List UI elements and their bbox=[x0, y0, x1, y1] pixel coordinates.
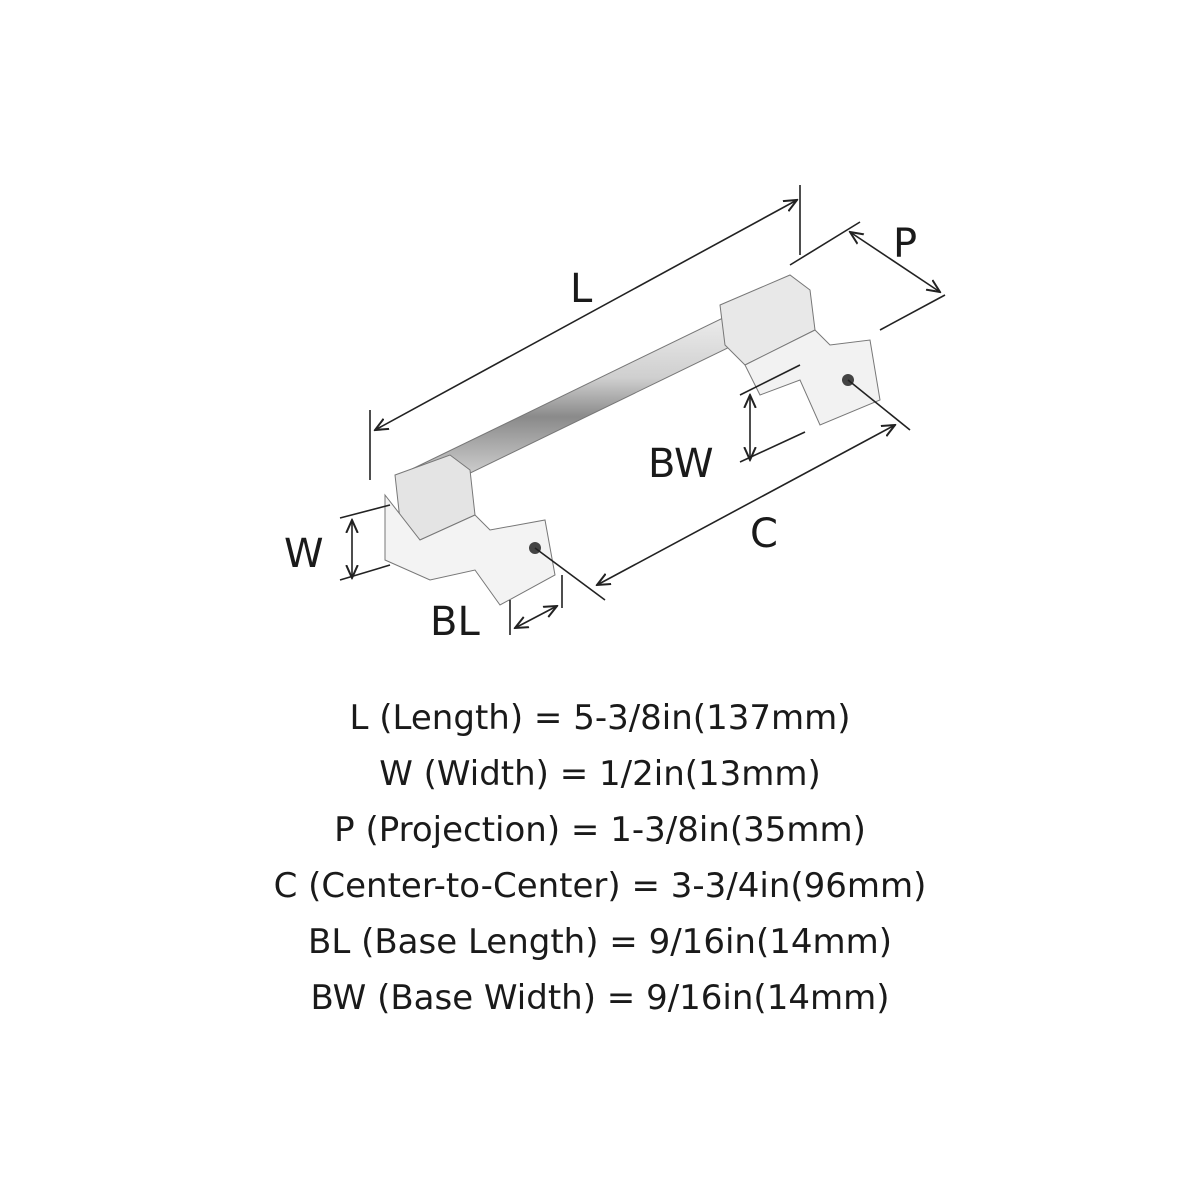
label-projection: P bbox=[893, 221, 917, 267]
spec-length: L (Length) = 5-3/8in(137mm) bbox=[349, 698, 851, 738]
cabinet-pull-illustration bbox=[384, 274, 881, 606]
label-base-width: BW bbox=[648, 441, 714, 487]
label-base-length: BL bbox=[430, 599, 480, 645]
spec-width: W (Width) = 1/2in(13mm) bbox=[379, 754, 821, 794]
label-width: W bbox=[284, 531, 324, 577]
label-center-to-center: C bbox=[750, 511, 778, 557]
spec-projection: P (Projection) = 1-3/8in(35mm) bbox=[334, 810, 866, 850]
label-length: L bbox=[570, 266, 593, 312]
handle-dimension-diagram: L P BW C W BL bbox=[284, 185, 946, 645]
dimension-lines bbox=[339, 185, 946, 635]
spec-base-width: BW (Base Width) = 9/16in(14mm) bbox=[310, 978, 890, 1018]
spec-center-to-center: C (Center-to-Center) = 3-3/4in(96mm) bbox=[273, 866, 927, 906]
spec-base-length: BL (Base Length) = 9/16in(14mm) bbox=[308, 922, 892, 962]
dimension-specs-list: L (Length) = 5-3/8in(137mm) W (Width) = … bbox=[0, 690, 1200, 1026]
